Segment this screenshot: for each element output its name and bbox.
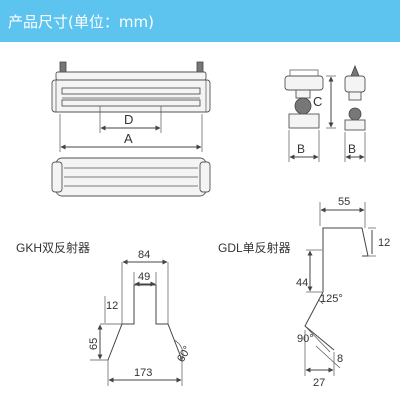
front-view-fixture-top bbox=[51, 61, 211, 113]
gkh-dim-60deg: 60° bbox=[175, 344, 194, 364]
dimension-a-label: A bbox=[124, 131, 133, 146]
gkh-dim-173: 173 bbox=[134, 367, 152, 379]
dimension-d-label: D bbox=[124, 112, 133, 127]
dimension-a: A bbox=[59, 114, 203, 152]
gkh-dim-12: 12 bbox=[106, 300, 118, 312]
gdl-dim-27: 27 bbox=[313, 377, 325, 389]
side-view-b: B bbox=[344, 64, 366, 162]
side-view-c: C B bbox=[284, 69, 336, 162]
gdl-dim-8: 8 bbox=[337, 353, 343, 365]
gkh-reflector-drawing: 84 49 12 65 60° 173 bbox=[88, 249, 194, 386]
front-view-fixture-bottom bbox=[51, 157, 211, 197]
gdl-dim-12: 12 bbox=[378, 237, 390, 249]
gdl-angle-125: 125° bbox=[320, 293, 343, 305]
dimension-c-label: C bbox=[313, 94, 322, 109]
dimension-b2-label: B bbox=[348, 142, 356, 156]
gkh-dim-49: 49 bbox=[138, 271, 150, 283]
gdl-reflector-drawing: 55 12 44 125° 90° 8 27 bbox=[296, 196, 390, 389]
gkh-dim-84: 84 bbox=[138, 249, 150, 261]
gkh-title: GKH双反射器 bbox=[16, 240, 90, 255]
page-title: 产品尺寸(单位：mm) bbox=[8, 13, 154, 31]
dimension-b-label: B bbox=[297, 142, 305, 156]
dimension-d: D bbox=[99, 106, 162, 133]
gdl-title: GDL单反射器 bbox=[218, 240, 291, 255]
gkh-dim-65: 65 bbox=[88, 338, 100, 350]
header-bar: 产品尺寸(单位：mm) bbox=[0, 0, 400, 42]
gdl-dim-55: 55 bbox=[338, 196, 350, 208]
gdl-dim-44: 44 bbox=[296, 277, 308, 289]
